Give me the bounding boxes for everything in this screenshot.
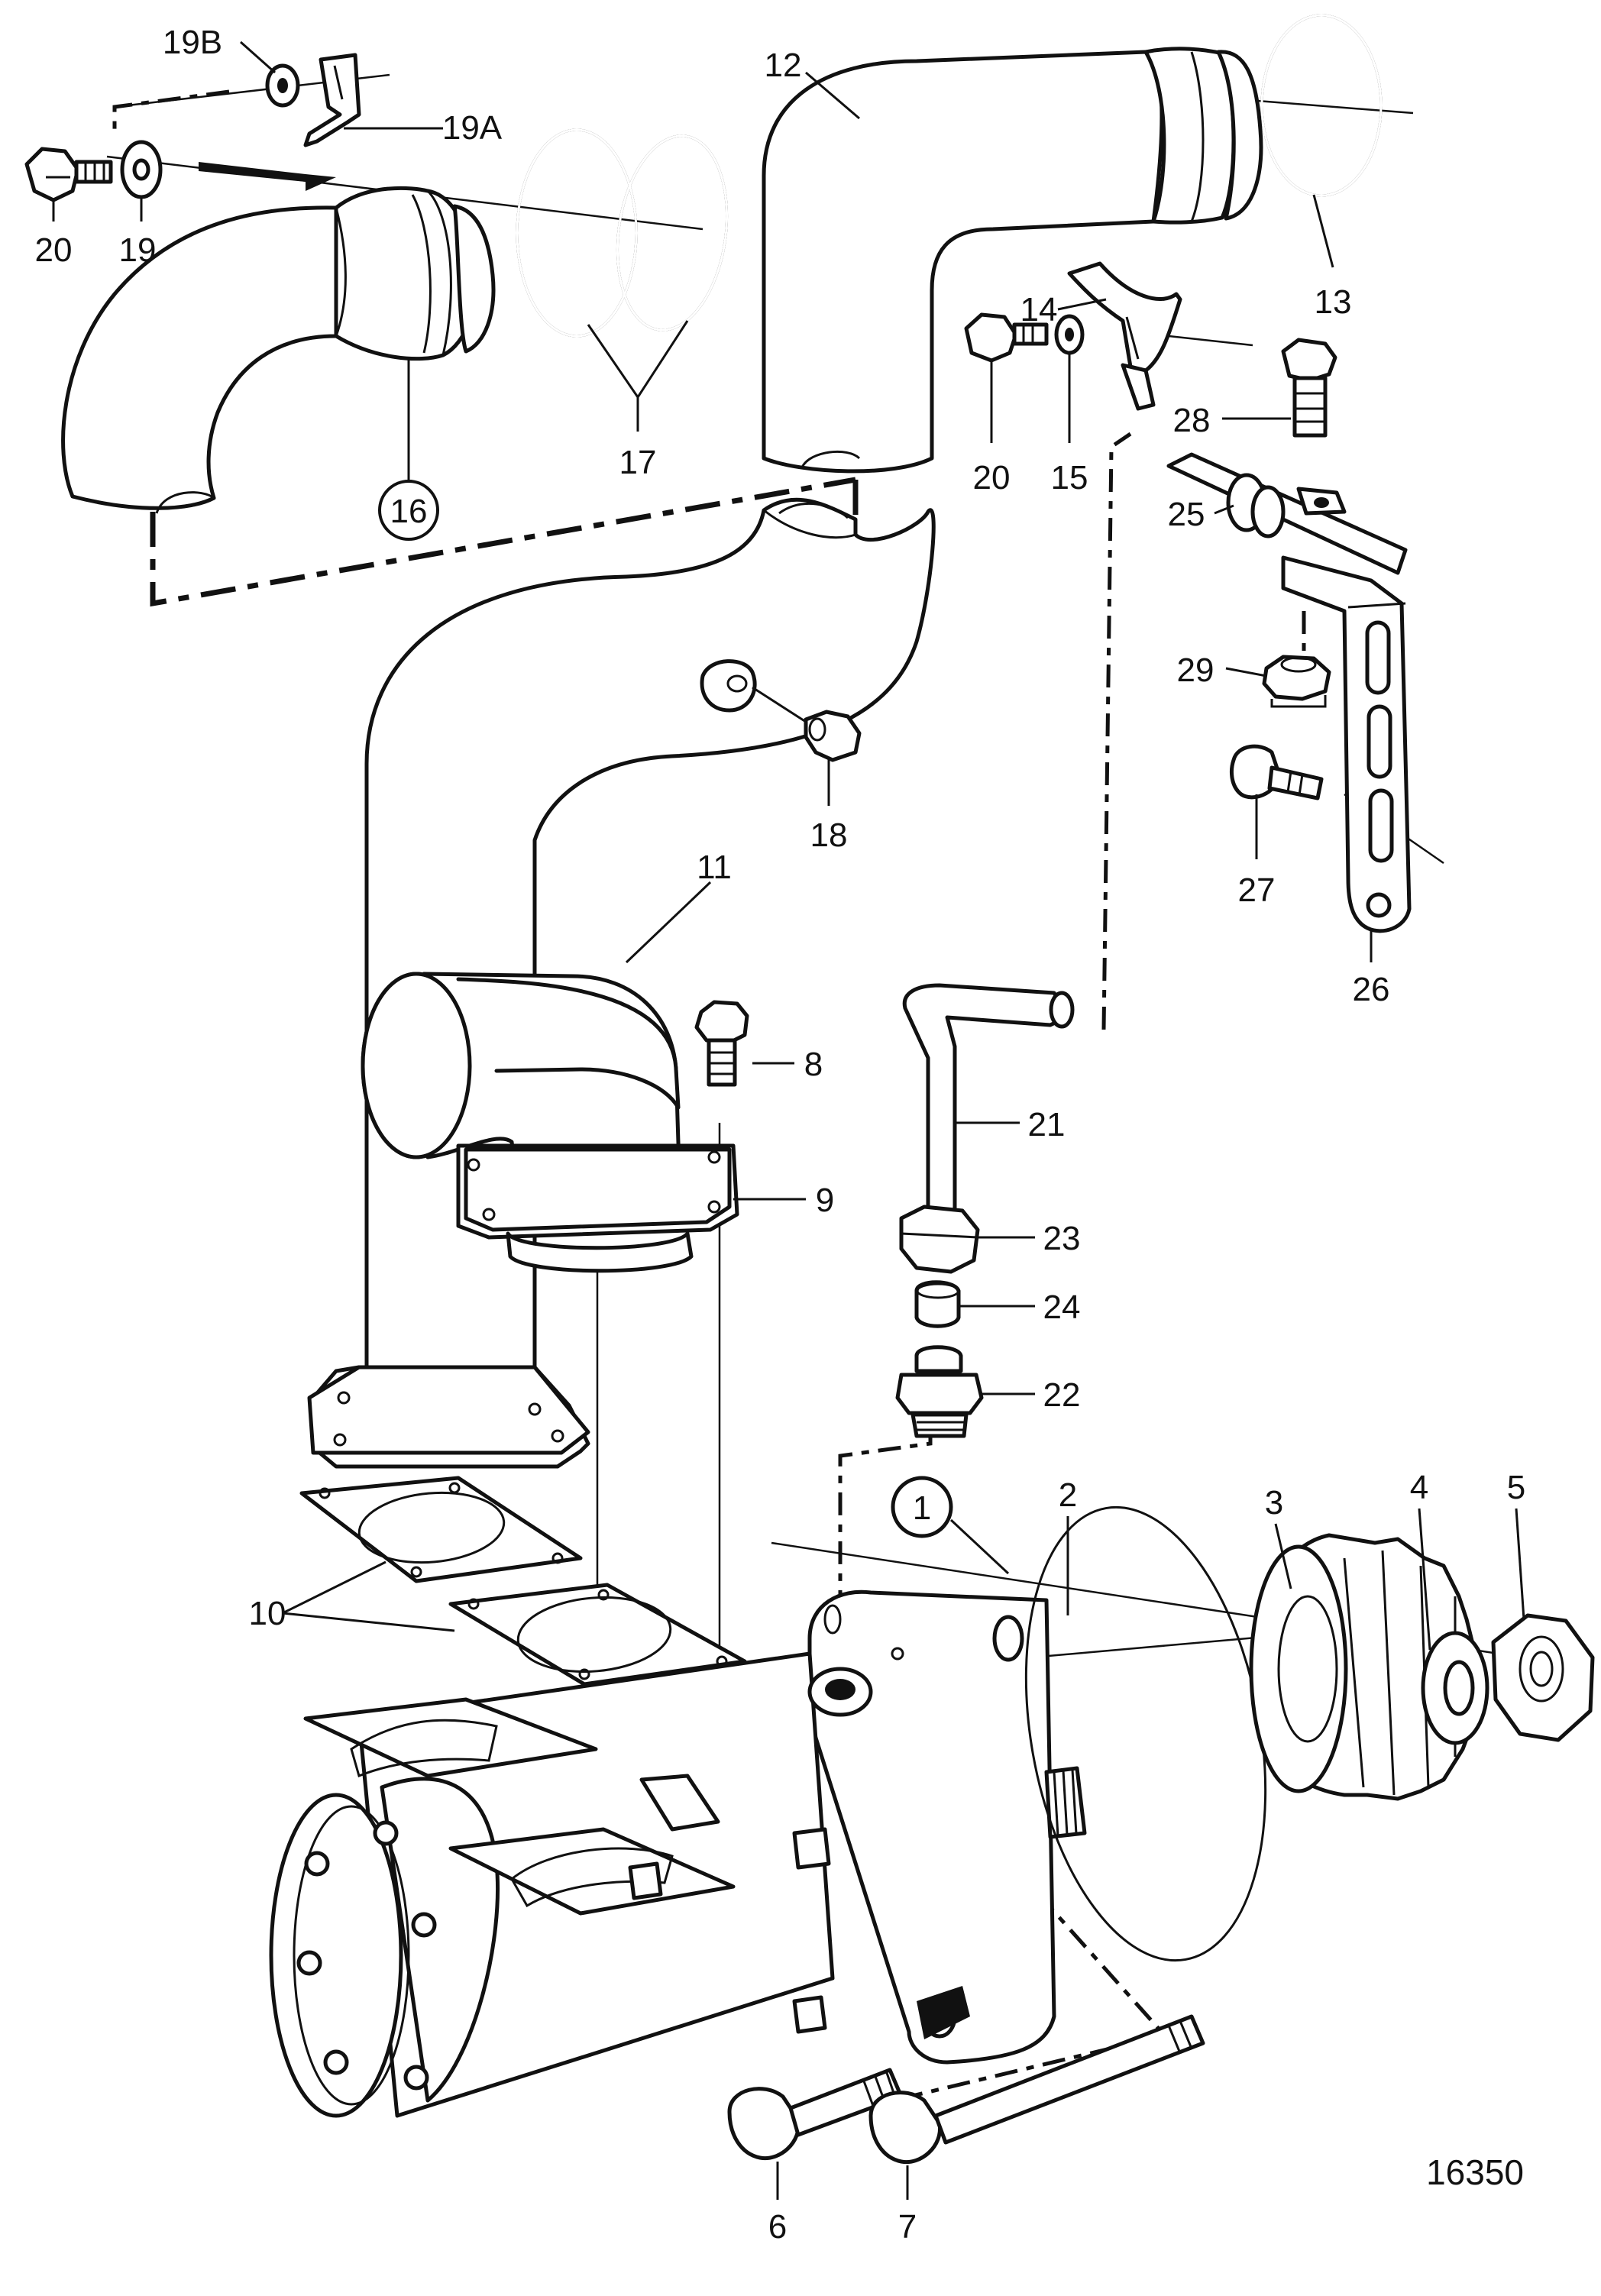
callout-23: 23 (1043, 1220, 1081, 1257)
callout-4: 4 (1410, 1469, 1428, 1506)
bracket-19a-washer-19b (265, 53, 361, 147)
inlet-elbow-16 (61, 186, 496, 514)
callout-21: 21 (1028, 1106, 1066, 1143)
callout-17: 17 (619, 444, 657, 481)
o-rings-17 (516, 128, 729, 338)
connector-22 (895, 1345, 984, 1438)
bracket-26 (1281, 555, 1412, 933)
callout-16: 16 (390, 493, 428, 530)
callout-26: 26 (1353, 971, 1390, 1008)
callout-3: 3 (1265, 1484, 1283, 1522)
clamp-25 (1296, 487, 1347, 516)
leader-lines (52, 40, 1525, 2200)
gasket-10-upper (299, 1476, 583, 1583)
sleeve-24 (914, 1280, 961, 1328)
upper-elbow-12 (762, 47, 1263, 474)
callout-8: 8 (804, 1046, 823, 1083)
hose-25 (1166, 452, 1408, 575)
callout-10: 10 (249, 1595, 286, 1632)
callout-circle-16 (378, 480, 439, 541)
callout-circle-1 (891, 1476, 1010, 1575)
bracket-14 (1067, 261, 1182, 411)
tube-21 (902, 983, 1075, 1259)
bolt-27 (1230, 744, 1324, 800)
callout-19b: 19B (163, 24, 222, 61)
bolt-8 (694, 1000, 749, 1087)
callout-22: 22 (1043, 1376, 1081, 1414)
pump-assembly-1 (269, 1589, 1087, 2118)
callout-15: 15 (1051, 459, 1088, 496)
o-ring-13 (1260, 14, 1383, 197)
callout-11: 11 (697, 849, 732, 886)
callout-1: 1 (913, 1489, 931, 1527)
washer-4 (1421, 1631, 1489, 1745)
callout-28: 28 (1173, 402, 1211, 439)
callout-2: 2 (1059, 1476, 1077, 1514)
callout-7: 7 (898, 2208, 917, 2246)
callout-18: 18 (810, 817, 848, 854)
callout-6: 6 (768, 2208, 787, 2246)
nut-23 (899, 1205, 980, 1274)
nut-5 (1491, 1613, 1595, 1742)
nut-29 (1262, 655, 1331, 708)
callout-19: 19 (119, 231, 157, 269)
callout-25: 25 (1168, 496, 1205, 533)
callout-labels: 19B 19A 20 19 16 17 12 13 14 20 15 28 25… (35, 24, 1526, 2246)
bolt-7 (868, 2014, 1205, 2165)
elbow-11 (361, 972, 739, 1273)
callout-24: 24 (1043, 1289, 1081, 1326)
bolt-28 (1281, 338, 1337, 438)
callout-9: 9 (816, 1182, 834, 1219)
callout-19a: 19A (442, 109, 503, 147)
callout-14: 14 (1020, 291, 1058, 328)
figure-number: 16350 (1426, 2152, 1524, 2192)
plug-18 (700, 659, 862, 762)
callout-5: 5 (1507, 1469, 1525, 1506)
callout-12: 12 (765, 47, 802, 84)
callout-20-right: 20 (973, 459, 1011, 496)
callout-27: 27 (1238, 872, 1276, 909)
bolt-20-washer-19 (24, 140, 336, 202)
callout-29: 29 (1177, 652, 1214, 689)
callout-13: 13 (1315, 283, 1352, 321)
callout-20-left: 20 (35, 231, 73, 269)
